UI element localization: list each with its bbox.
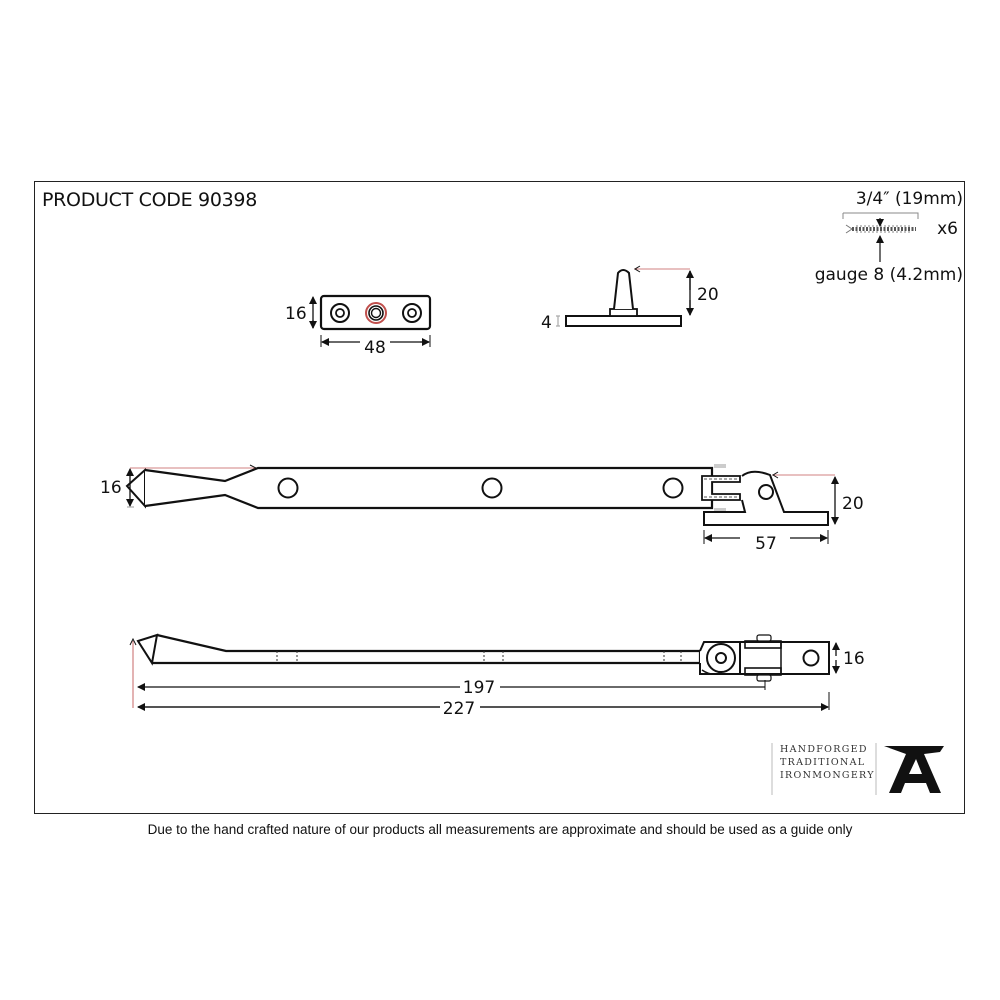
- pin-base-dim: 4: [541, 313, 552, 333]
- tip-width-dim: 16: [100, 478, 122, 498]
- stay-side-view: 16 197 227: [129, 633, 865, 719]
- length-dim-227: 227: [443, 699, 475, 719]
- plate-height-dim: 16: [285, 304, 307, 324]
- pin-height-dim: 20: [697, 285, 719, 305]
- drawing-frame: [34, 181, 965, 814]
- end-height-dim: 16: [843, 649, 865, 669]
- screw-length-label: 3/4″ (19mm): [856, 189, 963, 209]
- product-code: PRODUCT CODE 90398: [42, 189, 258, 211]
- logo-line-1: HANDFORGED: [780, 744, 868, 755]
- keep-plate: 16 48: [285, 294, 432, 358]
- length-dim-197: 197: [463, 678, 495, 698]
- bracket-height-dim: 20: [842, 494, 864, 514]
- logo-line-2: TRADITIONAL: [780, 757, 866, 768]
- screw-gauge-label: gauge 8 (4.2mm): [815, 265, 963, 285]
- screw-icon: [845, 224, 916, 234]
- screw-quantity-label: x6: [937, 219, 958, 239]
- pin-stay: 20 4: [541, 265, 719, 333]
- brand-logo: [771, 743, 944, 795]
- disclaimer: Due to the hand crafted nature of our pr…: [147, 822, 853, 837]
- bracket-width-dim: 57: [755, 534, 777, 554]
- stay-top-view: 16 20 57: [100, 464, 864, 554]
- brand-logo-text: HANDFORGED TRADITIONAL IRONMONGERY: [780, 743, 875, 782]
- screw-spec: 3/4″ (19mm) x6 gauge 8 (4.2mm): [815, 189, 963, 285]
- plate-width-dim: 48: [364, 338, 386, 358]
- logo-line-3: IRONMONGERY: [780, 770, 875, 781]
- anvil-icon: [884, 746, 944, 793]
